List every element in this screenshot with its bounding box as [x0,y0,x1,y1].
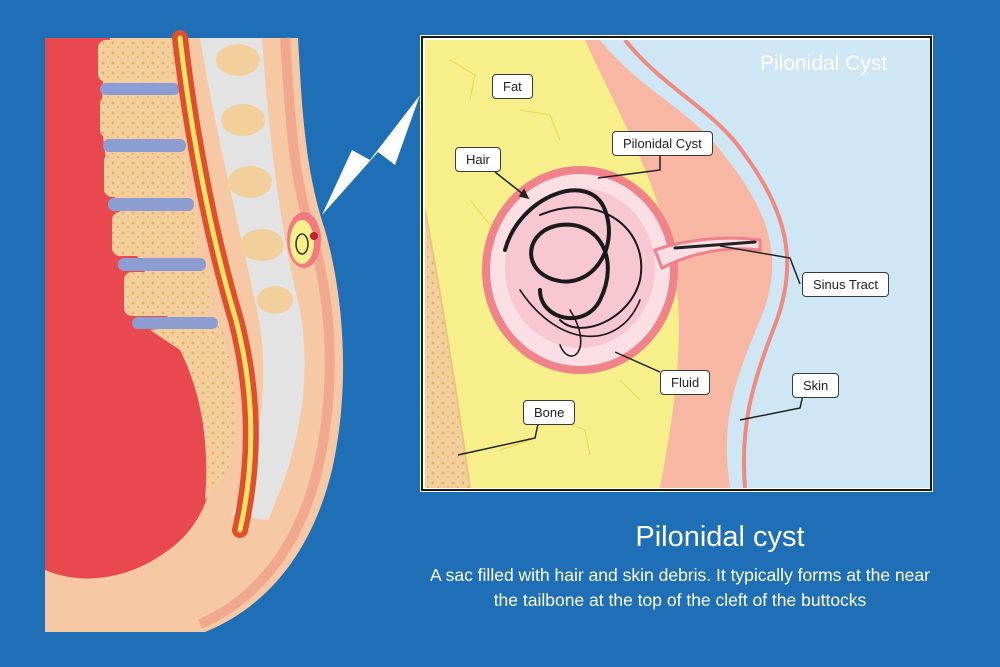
label-pilonidal-cyst: Pilonidal Cyst [612,131,713,156]
inset-skin-outer [623,40,790,488]
caption-title: Pilonidal cyst [635,521,805,553]
disc [100,83,180,95]
inset-title: Pilonidal Cyst [760,52,888,75]
disc [108,198,194,211]
cyst-fluid [505,188,655,348]
disc [118,258,206,271]
label-sinus-tract: Sinus Tract [802,272,890,297]
sacrum [150,322,236,500]
label-hair: Hair [455,147,501,172]
vertebra [100,96,182,138]
vertebra [104,153,188,197]
disc [132,317,218,329]
leader-cyst [597,156,661,179]
vertebra [112,212,198,256]
spinal-canal [200,38,305,520]
spinous-process [228,166,272,198]
leader-sinus [719,245,801,285]
label-bone: Bone [523,400,576,425]
spinous-process [216,44,260,76]
skin-edge [198,37,335,629]
vertebra [124,272,212,316]
spinous-process [221,104,265,136]
hair-strands [503,188,643,357]
back-cyst-marker [287,212,321,268]
sinus-tract [653,236,762,271]
leader-fluid [614,351,661,373]
vertebrae [98,40,293,500]
vertebra [98,40,178,82]
spinous-process [257,286,293,314]
spinous-process [240,229,284,261]
discs [100,83,218,329]
caption-line-1: A sac filled with hair and skin debris. … [430,565,930,585]
caption-body: A sac filled with hair and skin debris. … [380,563,980,613]
zoom-callout [322,95,420,215]
label-fluid: Fluid [660,370,711,395]
label-fat: Fat [492,74,533,99]
spinal-cord-core [177,35,254,533]
caption-line-2: the tailbone at the top of the cleft of … [493,590,867,610]
disc [103,139,186,152]
inset-bone [425,210,470,488]
label-skin: Skin [792,373,840,398]
leader-bone [457,423,539,456]
